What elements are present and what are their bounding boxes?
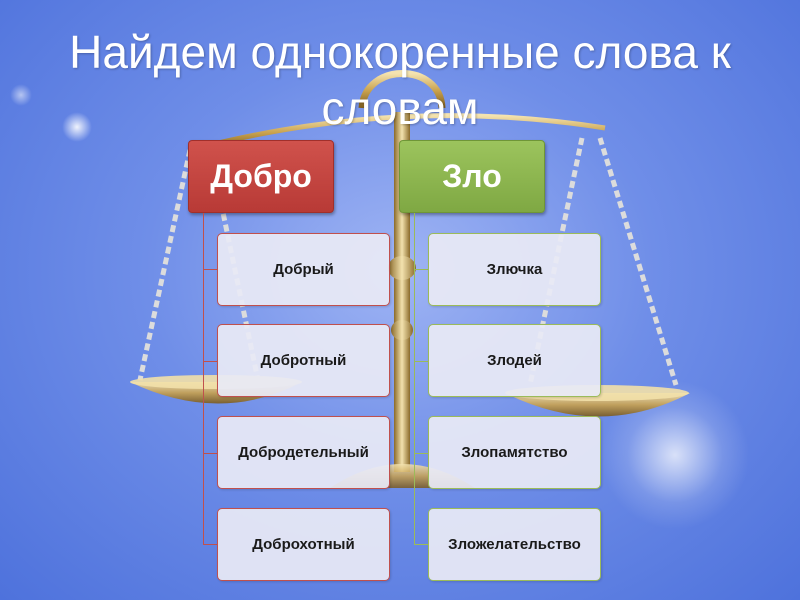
connector-branch [203,361,217,362]
word-card-zlopamyatstvo: Злопамятство [428,416,601,489]
connector-branch [414,361,428,362]
word-card-dobrokhotny: Доброхотный [217,508,390,581]
word-card-zlozhelatelstvo: Зложелательство [428,508,601,581]
word-card-zlyuchka: Злючка [428,233,601,306]
header-zlo: Зло [399,140,545,213]
connector-branch [203,453,217,454]
connector-line-right [414,213,415,544]
word-card-zlodey: Злодей [428,324,601,397]
connector-branch [414,269,428,270]
slide-title: Найдем однокоренные слова к словам [69,26,731,134]
word-card-dobrodetelny: Добродетельный [217,416,390,489]
connector-line-left [203,213,204,544]
word-card-dobrotny: Добротный [217,324,390,397]
connector-branch [414,544,428,545]
connector-branch [414,453,428,454]
word-card-dobry: Добрый [217,233,390,306]
connector-branch [203,544,217,545]
header-dobro: Добро [188,140,334,213]
connector-branch [203,269,217,270]
